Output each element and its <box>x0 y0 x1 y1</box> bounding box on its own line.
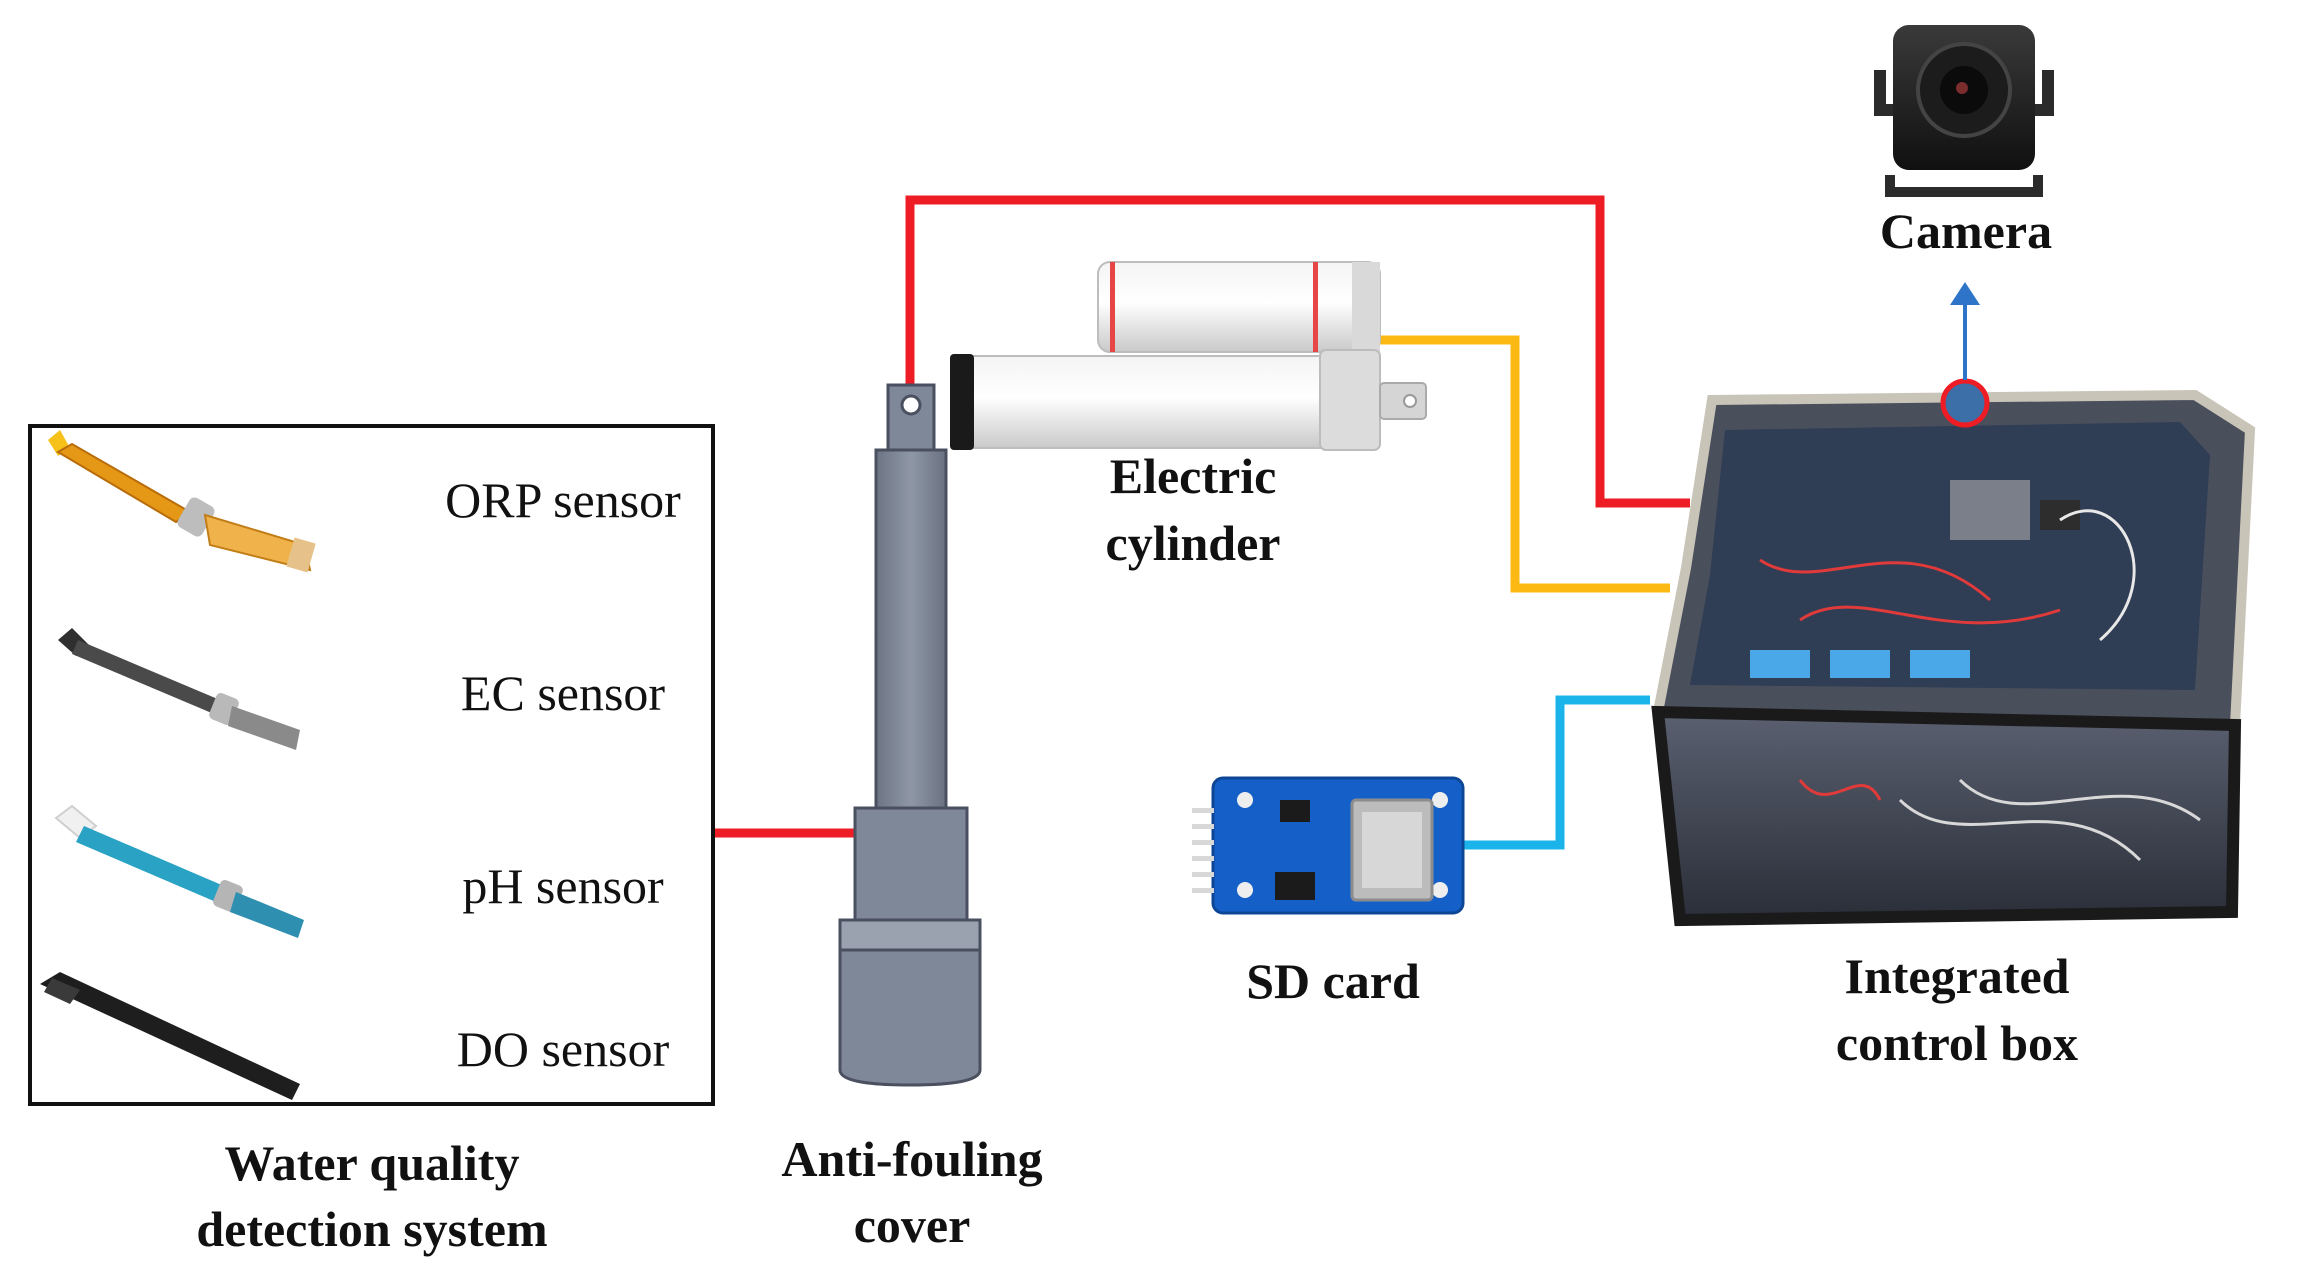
camera-location-marker <box>1940 378 1990 428</box>
sensor-label-ph: pH sensor <box>462 858 664 914</box>
yellow-wire-cylinder-to-box <box>1380 335 1670 593</box>
electric-cylinder-graphic <box>950 261 1427 451</box>
control-box-label-line2: control box <box>1836 1015 2078 1071</box>
sensor-label-orp: ORP sensor <box>445 472 681 528</box>
sd-card-label: SD card <box>1246 953 1420 1009</box>
cylinder-label-line1: Electric <box>1110 448 1277 504</box>
water-system-title-line1: Water quality <box>225 1135 520 1191</box>
sensor-label-ec: EC sensor <box>461 665 666 721</box>
ec-probe-icon <box>58 628 300 750</box>
orp-probe-icon <box>48 430 316 573</box>
cylinder-label-line2: cylinder <box>1106 515 1281 571</box>
water-system-title-line2: detection system <box>196 1201 547 1257</box>
anti-fouling-cover-graphic <box>838 383 982 1087</box>
do-probe-icon <box>40 972 300 1100</box>
red-wire-cylinder-to-box <box>905 195 1690 508</box>
ph-probe-icon <box>54 804 304 938</box>
cover-label-line2: cover <box>854 1197 971 1253</box>
integrated-control-box-graphic <box>1651 389 2256 927</box>
blue-wire-sd-to-box <box>1462 695 1650 850</box>
cover-label-line1: Anti-fouling <box>781 1131 1042 1187</box>
camera-label: Camera <box>1880 203 2052 259</box>
sensor-label-do: DO sensor <box>457 1021 670 1077</box>
water-quality-frame <box>28 424 715 1106</box>
sd-card-module-graphic <box>1192 776 1465 915</box>
camera-graphic <box>1874 25 2054 197</box>
control-box-label-line1: Integrated <box>1845 948 2070 1004</box>
arrow-head-icon <box>1950 282 1980 305</box>
